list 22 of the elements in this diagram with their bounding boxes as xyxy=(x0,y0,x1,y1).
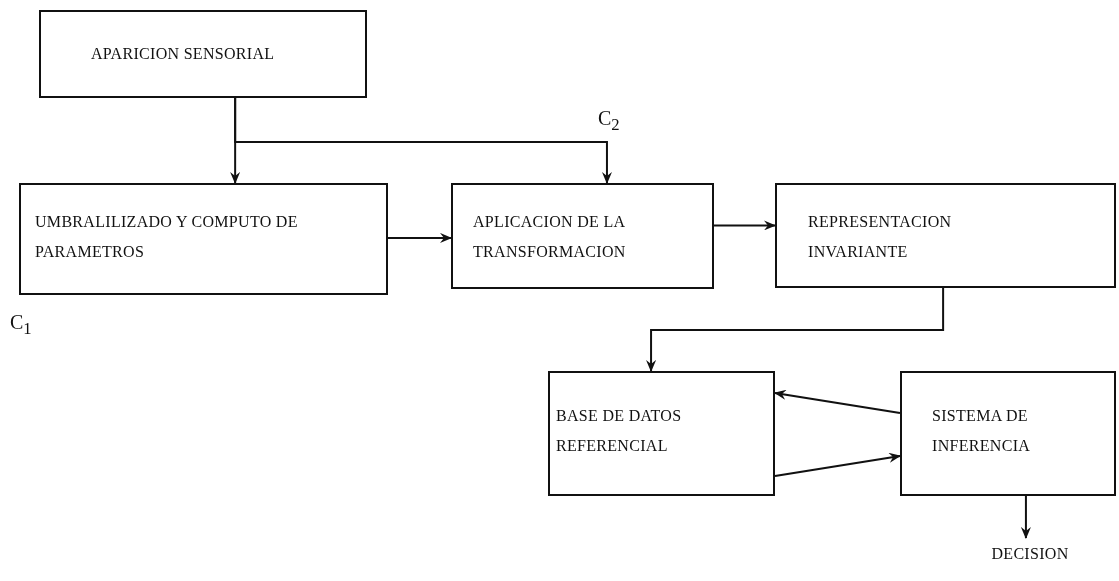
process-box xyxy=(19,183,388,295)
process-box xyxy=(39,10,367,98)
arrow xyxy=(713,220,776,231)
box-label: APLICACION DE LA TRANSFORMACION xyxy=(473,212,627,262)
box-label: SISTEMA DE INFERENCIA xyxy=(932,406,1032,456)
process-box xyxy=(451,183,714,289)
process-box xyxy=(900,371,1116,496)
channel-label: C$_{1}$ xyxy=(10,312,32,338)
box-label: REPRESENTACION INVARIANTE xyxy=(808,212,953,262)
arrow xyxy=(234,97,612,184)
output-label: DECISION xyxy=(991,544,1069,564)
arrow xyxy=(1020,495,1031,539)
box-label: BASE DE DATOS REFERENCIAL xyxy=(556,406,683,456)
process-box xyxy=(548,371,775,496)
box-label: UMBRALILIZADO Y COMPUTO DE PARAMETROS xyxy=(35,212,299,262)
arrow xyxy=(646,287,945,372)
arrow xyxy=(774,389,901,414)
arrow xyxy=(387,232,452,243)
arrow xyxy=(774,452,901,477)
process-box xyxy=(775,183,1116,288)
channel-label: C$_{2}$ xyxy=(598,108,620,134)
box-label: APARICION SENSORIAL xyxy=(91,44,275,64)
